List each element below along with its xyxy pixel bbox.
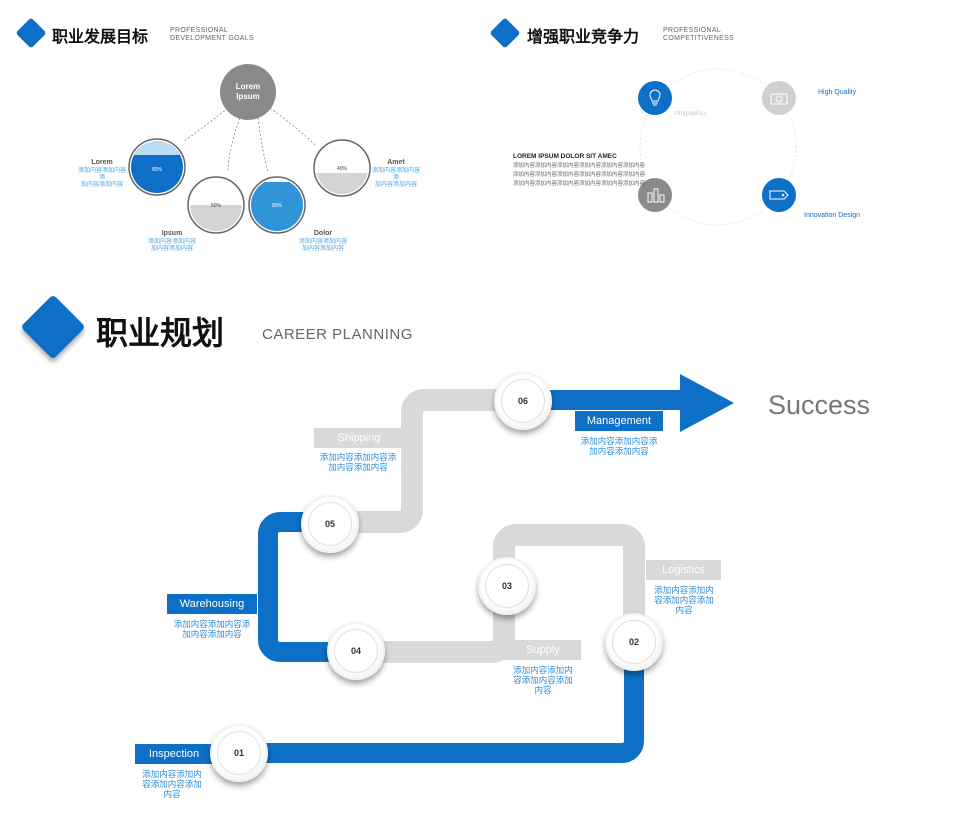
goals-title: 职业发展目标 <box>52 27 149 46</box>
goal-label-ipsum: Ipsum <box>161 230 183 237</box>
goal-circle-lorem <box>128 138 186 196</box>
goal-desc-ipsum: 添加内容添加内容加内容添加内容 <box>148 239 197 252</box>
goal-circle-dolor <box>248 176 306 234</box>
compete-innovation-label: Innovation Design <box>804 212 861 219</box>
step-01-node: 01 <box>210 724 268 782</box>
goal-value-lorem: 80% <box>151 167 162 173</box>
compete-infographics-label: Infographics <box>674 111 707 117</box>
bar-chart-icon <box>638 178 672 212</box>
step-06-label: Management <box>575 411 663 431</box>
step-02-node: 02 <box>605 613 663 671</box>
compete-diagram <box>638 68 797 226</box>
step-05-label: Shipping <box>314 428 404 448</box>
goals-diagram <box>128 64 371 234</box>
step-06-node: 06 <box>494 372 552 430</box>
goal-label-amet: Amet <box>387 159 405 166</box>
goal-desc-amet: 添加内容添加内容添加内容添加内容 <box>372 168 421 188</box>
planning-title: 职业规划 <box>96 314 225 352</box>
success-label: Success <box>768 390 871 420</box>
success-arrow-icon <box>680 374 734 432</box>
step-04-label: Warehousing <box>167 594 257 614</box>
goals-subtitle-1: PROFESSIONAL <box>170 27 229 34</box>
step-02-desc: 添加内容添加内容添加内容添加内容 <box>654 585 714 615</box>
goals-subtitle-2: DEVELOPMENT GOALS <box>170 35 254 42</box>
goal-value-ipsum: 50% <box>210 203 221 209</box>
tag-icon <box>762 178 796 212</box>
step-06-desc: 添加内容添加内容添加内容添加内容 <box>580 436 658 456</box>
step-03-label: Supply <box>505 640 581 660</box>
step-05-node: 05 <box>301 495 359 553</box>
compete-paragraph: 添加内容添加内容添加内容添加内容添加内容添加内容添加内容添加内容添加内容添加内容… <box>513 163 646 187</box>
goal-circle-ipsum <box>187 176 245 234</box>
camera-icon <box>762 81 796 115</box>
goal-desc-dolor: 添加内容添加内容加内容添加内容 <box>299 239 348 252</box>
compete-high-quality-label: High Quality <box>818 89 857 96</box>
step-01-label: Inspection <box>135 744 213 764</box>
step-05-desc: 添加内容添加内容添加内容添加内容 <box>319 452 397 472</box>
step-01-desc: 添加内容添加内容添加内容添加内容 <box>142 769 202 799</box>
compete-subtitle-2: COMPETITIVENESS <box>663 35 735 42</box>
goal-desc-lorem: 添加内容添加内容添加内容添加内容 <box>78 168 127 188</box>
step-02-label: Logistics <box>646 560 721 580</box>
bulb-icon <box>638 81 672 115</box>
compete-heading: LOREM IPSUM DOLOR SIT AMEC <box>513 153 617 160</box>
goal-label-lorem: Lorem <box>91 159 113 166</box>
step-04-desc: 添加内容添加内容添加内容添加内容 <box>173 619 251 639</box>
goal-label-dolor: Dolor <box>313 230 333 237</box>
step-03-desc: 添加内容添加内容添加内容添加内容 <box>513 665 573 695</box>
compete-title: 增强职业竞争力 <box>527 27 640 46</box>
goal-circle-amet <box>313 139 371 197</box>
goal-value-amet: 40% <box>336 166 347 172</box>
step-03-node: 03 <box>478 557 536 615</box>
compete-subtitle-1: PROFESSIONAL <box>663 27 722 34</box>
goal-value-dolor: 80% <box>271 203 282 209</box>
planning-subtitle: CAREER PLANNING <box>262 326 413 343</box>
step-04-node: 04 <box>327 622 385 680</box>
goals-arrows <box>182 107 316 173</box>
